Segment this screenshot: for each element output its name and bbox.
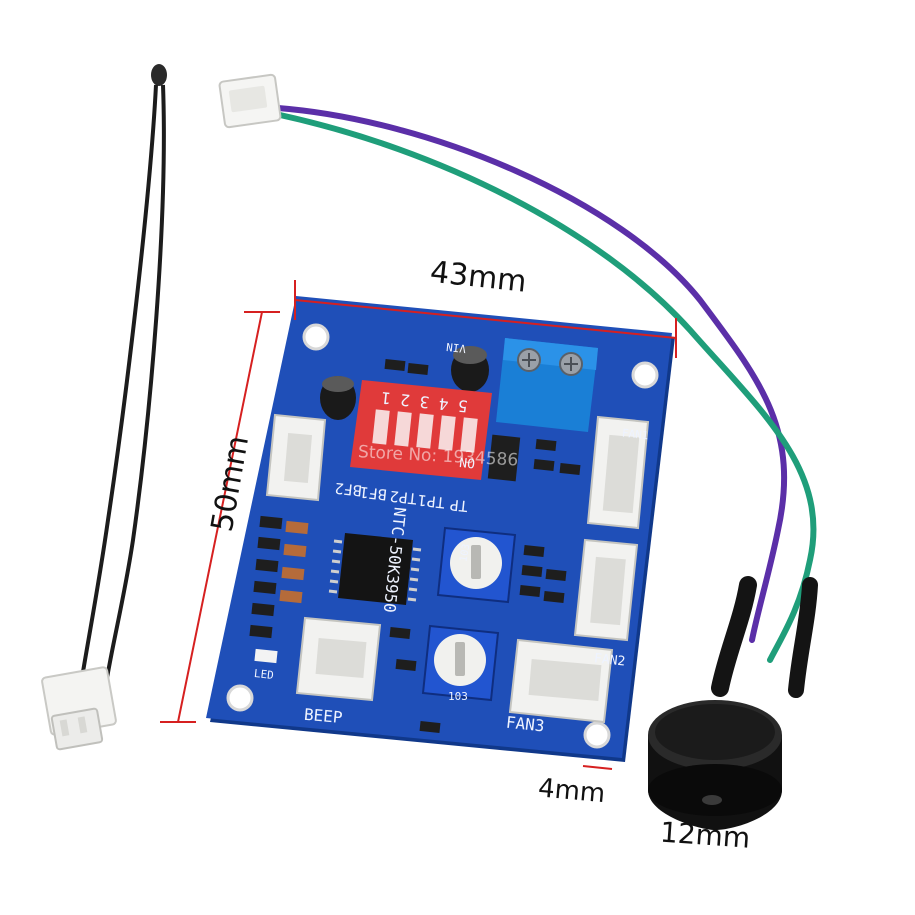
label-fan2: FAN2 (593, 651, 626, 669)
ic-chip (328, 533, 422, 605)
heat-shrink (711, 576, 757, 697)
pot-code-upper: 103 (458, 543, 472, 563)
height-label: 50mm (205, 433, 256, 534)
smd-components (249, 358, 581, 734)
buzzer (648, 700, 782, 830)
capacitor-large (451, 346, 489, 392)
capacitor-small (320, 376, 356, 420)
mount-hole-br (583, 721, 611, 749)
dip-on-label: ON (459, 453, 476, 470)
label-led: LED (253, 667, 274, 682)
connector-fan3 (508, 638, 614, 724)
screw-terminal (496, 338, 598, 432)
label-tp2: TP2 (389, 487, 418, 508)
label-fan1: FAN1 (621, 427, 649, 443)
pot-code-lower: 103 (448, 690, 468, 703)
buzzer-hole (702, 795, 722, 805)
label-beep: BEEP (303, 705, 343, 727)
dimension-buzzer: 12mm (659, 816, 751, 855)
dimension-hole: 4mm (537, 765, 613, 809)
buzzer-wires (218, 73, 818, 698)
label-bf1: BF1 (359, 483, 388, 504)
dip-switch: 5 4 3 2 1 ON (350, 380, 492, 480)
label-vin: VIN (446, 340, 467, 355)
connector-beep (295, 616, 382, 702)
thermistor-lead-left (78, 84, 158, 691)
label-fan3: FAN3 (505, 713, 545, 736)
connector-fan2 (573, 538, 639, 642)
label-tp1: TP1 (417, 491, 446, 512)
mount-hole-tl (302, 323, 330, 351)
mount-hole-bl (226, 684, 254, 712)
buzzer-label: 12mm (659, 816, 751, 855)
width-label: 43mm (428, 255, 528, 300)
label-tp: TP (449, 495, 469, 515)
connector-sensor (265, 413, 327, 502)
connector-fan1 (586, 415, 650, 530)
pcb-board: 5 4 3 2 1 ON 103 (206, 296, 675, 762)
label-bf2: BF2 (334, 479, 363, 500)
thermistor-connector (41, 666, 117, 751)
wire-connector (218, 73, 282, 129)
potentiometer-upper (436, 526, 517, 604)
thermistor-bead (151, 64, 167, 86)
wire-purple (275, 105, 788, 643)
mount-hole-tr (631, 361, 659, 389)
thermistor-probe (41, 64, 167, 751)
hole-label: 4mm (537, 773, 607, 809)
thermistor-lead-right (103, 84, 166, 691)
potentiometer-lower: 103 (421, 624, 500, 703)
